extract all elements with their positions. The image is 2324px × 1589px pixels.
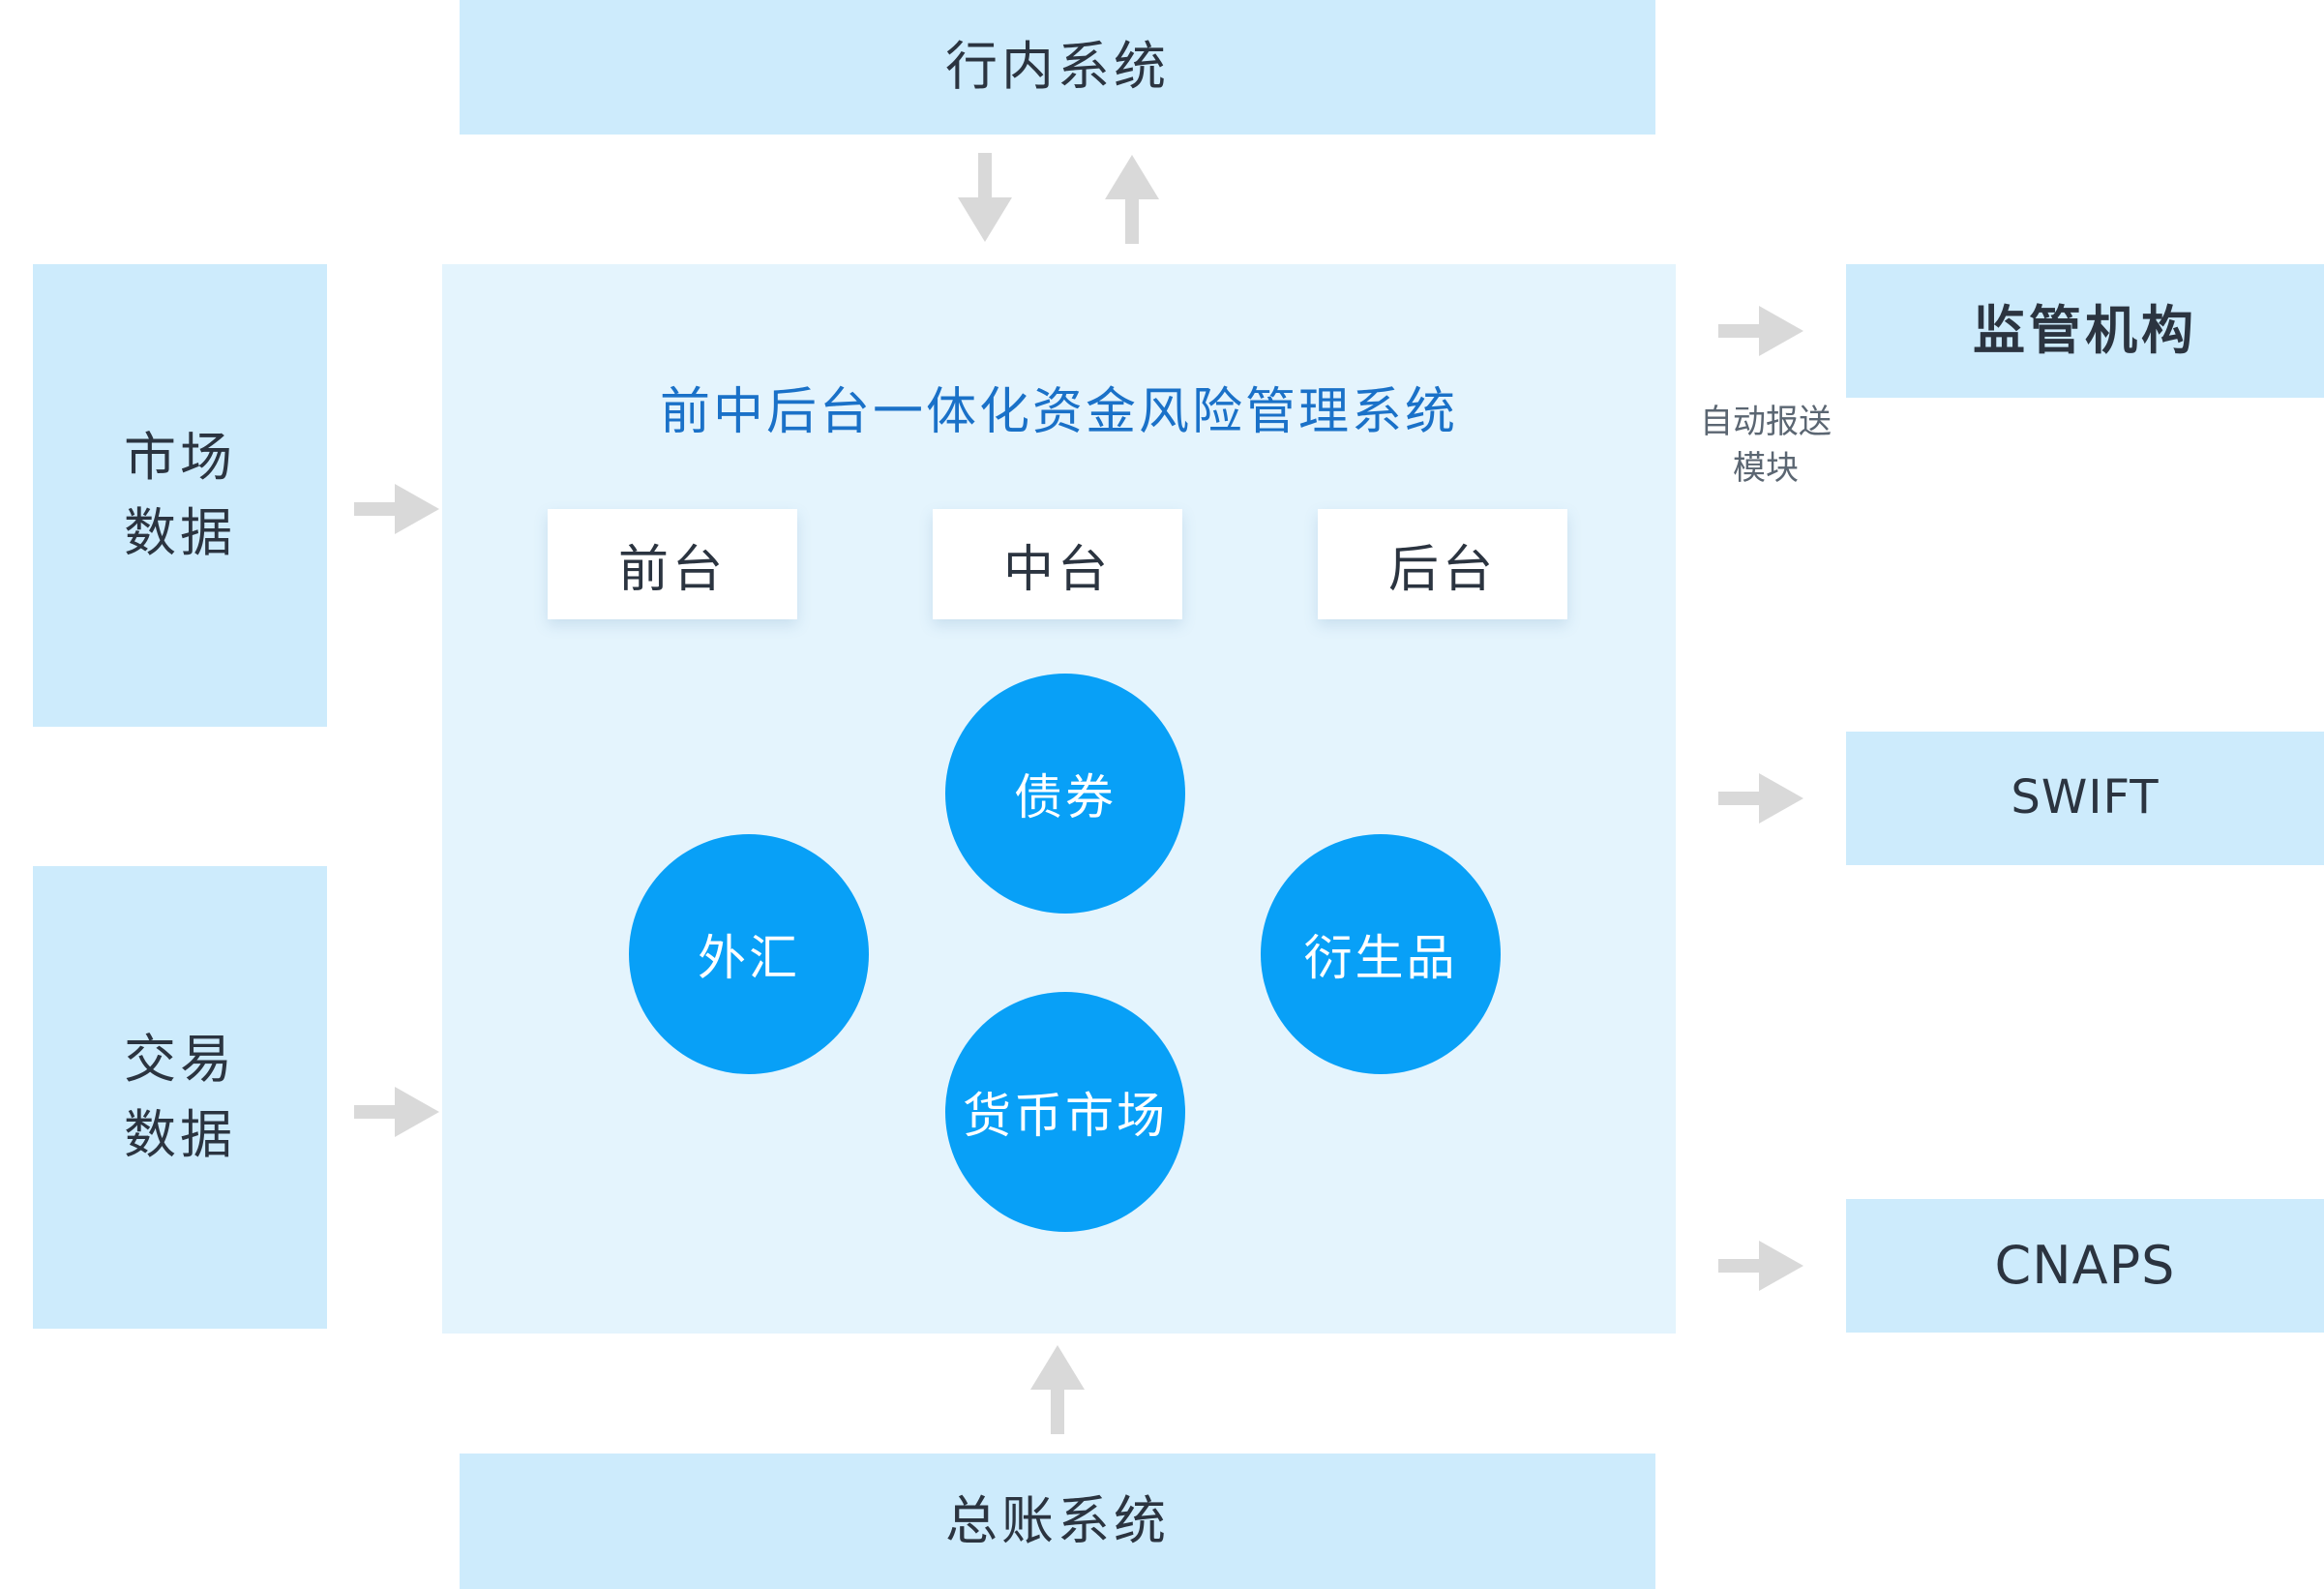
arrow-down-icon (958, 153, 1012, 242)
top-system-box: 行内系统 (460, 0, 1655, 135)
arrow-right-icon (1718, 773, 1803, 824)
product-derivatives: 衍生品 (1261, 834, 1501, 1074)
arrow-right-icon (354, 484, 439, 534)
main-system-title: 前中后台一体化资金风险管理系统 (659, 383, 1458, 441)
main-system-panel: 前中后台一体化资金风险管理系统 前台 中台 后台 债券 外汇 衍生品 货币市场 (442, 264, 1676, 1334)
trade-data-box: 交易 数据 (33, 866, 327, 1329)
top-system-label: 行内系统 (945, 36, 1170, 98)
arrow-up-icon (1030, 1345, 1085, 1434)
arrow-right-icon (354, 1087, 439, 1137)
trade-data-label: 交易 数据 (124, 1028, 236, 1165)
product-money-market: 货币市场 (945, 992, 1185, 1232)
product-fx: 外汇 (629, 834, 869, 1074)
product-bond: 债券 (945, 674, 1185, 914)
cnaps-box: CNAPS (1846, 1199, 2324, 1333)
arrow-right-icon (1718, 1241, 1803, 1291)
tier-front: 前台 (548, 509, 797, 619)
bottom-system-box: 总账系统 (460, 1454, 1655, 1589)
bottom-system-label: 总账系统 (945, 1489, 1170, 1551)
swift-box: SWIFT (1846, 732, 2324, 865)
arrow-right-icon (1718, 306, 1803, 356)
arrow-up-icon (1105, 155, 1159, 244)
cnaps-label: CNAPS (1994, 1234, 2176, 1296)
market-data-label: 市场 数据 (124, 426, 236, 563)
tier-middle: 中台 (933, 509, 1182, 619)
market-data-box: 市场 数据 (33, 264, 327, 727)
regulator-label: 监管机构 (1973, 299, 2197, 361)
regulator-box: 监管机构 (1846, 264, 2324, 398)
auto-report-note: 自动报送 模块 (1700, 403, 1832, 488)
swift-label: SWIFT (2011, 770, 2160, 825)
tier-back: 后台 (1318, 509, 1567, 619)
